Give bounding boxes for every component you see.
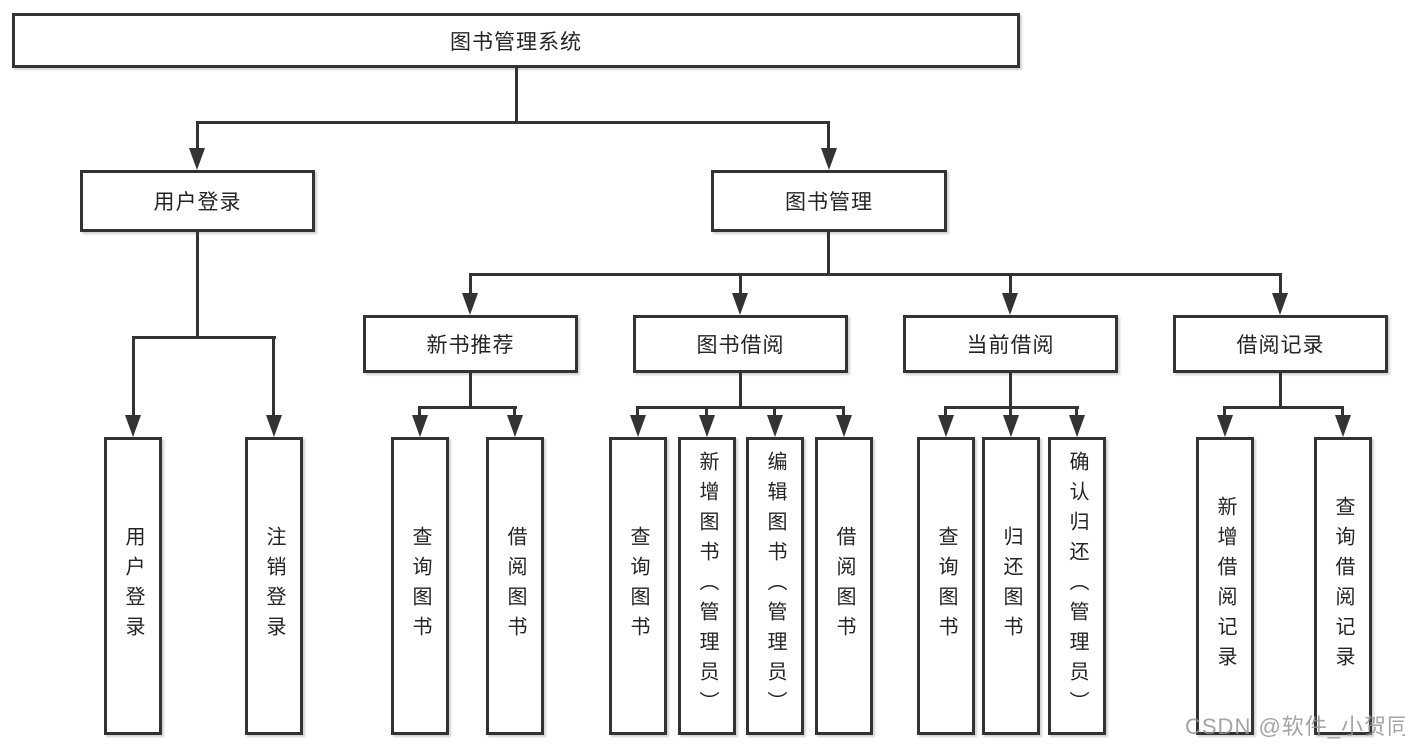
node-new-book-recommend-label: 新书推荐 [426, 334, 515, 357]
connector-line [196, 121, 199, 153]
arrow-down-icon [836, 415, 852, 437]
node-user-login-label: 用户登录 [153, 191, 242, 214]
connector-line [842, 406, 845, 417]
leaf-cb-return-books-label: 归还图书 [1000, 526, 1022, 646]
arrow-down-icon [732, 293, 748, 315]
node-user-login: 用户登录 [80, 170, 315, 232]
connector-line [1009, 406, 1012, 417]
connector-line [469, 273, 472, 295]
node-current-borrowing: 当前借阅 [903, 315, 1118, 373]
leaf-br-add-record-label: 新增借阅记录 [1214, 496, 1236, 676]
arrow-down-icon [1335, 415, 1351, 437]
connector-line [636, 406, 639, 417]
connector-line [827, 232, 830, 273]
arrow-down-icon [699, 415, 715, 437]
connector-line [944, 406, 947, 417]
leaf-bb-edit-books-admin: 编辑图书（管理员） [746, 437, 804, 735]
connector-line [272, 336, 275, 417]
leaf-bb-add-books-admin-label: 新增图书（管理员） [696, 451, 718, 721]
connector-line [132, 336, 135, 417]
node-book-management: 图书管理 [711, 170, 947, 232]
leaf-cb-query-books-label: 查询图书 [935, 526, 957, 646]
connector-line [1341, 406, 1344, 417]
leaf-logout: 注销登录 [245, 437, 303, 735]
leaf-bb-add-books-admin: 新增图书（管理员） [678, 437, 736, 735]
connector-line [1009, 273, 1012, 295]
connector-line [513, 406, 516, 417]
arrow-down-icon [507, 415, 523, 437]
node-book-borrowing-label: 图书借阅 [696, 334, 785, 357]
node-book-management-label: 图书管理 [785, 191, 873, 214]
node-borrowing-records-label: 借阅记录 [1236, 334, 1325, 357]
arrow-down-icon [630, 415, 646, 437]
connector-line [773, 406, 776, 417]
leaf-br-add-record: 新增借阅记录 [1196, 437, 1254, 735]
leaf-bb-borrow-books-label: 借阅图书 [833, 526, 855, 646]
connector-line [739, 373, 742, 406]
arrow-down-icon [125, 415, 141, 437]
connector-line [132, 336, 276, 339]
leaf-cb-confirm-return-admin: 确认归还（管理员） [1048, 437, 1106, 735]
leaf-nb-borrow-books-label: 借阅图书 [504, 526, 526, 646]
leaf-bb-query-books: 查询图书 [609, 437, 667, 735]
leaf-logout-label: 注销登录 [263, 526, 285, 646]
connector-line [1223, 406, 1344, 409]
arrow-down-icon [821, 148, 837, 170]
node-new-book-recommend: 新书推荐 [363, 315, 578, 373]
arrow-down-icon [1272, 293, 1288, 315]
connector-line [469, 273, 1281, 276]
arrow-down-icon [1217, 415, 1233, 437]
leaf-user-login-label: 用户登录 [122, 526, 144, 646]
leaf-bb-borrow-books: 借阅图书 [815, 437, 873, 735]
connector-line [469, 373, 472, 406]
connector-line [1279, 273, 1282, 295]
leaf-nb-borrow-books: 借阅图书 [486, 437, 544, 735]
arrow-down-icon [462, 293, 478, 315]
connector-line [1075, 406, 1078, 417]
leaf-cb-confirm-return-admin-label: 确认归还（管理员） [1066, 451, 1088, 721]
connector-line [739, 273, 742, 295]
connector-line [1279, 373, 1282, 406]
connector-line [418, 406, 421, 417]
node-current-borrowing-label: 当前借阅 [966, 334, 1055, 357]
leaf-bb-edit-books-admin-label: 编辑图书（管理员） [764, 451, 786, 721]
connector-line [515, 68, 518, 121]
node-root-label: 图书管理系统 [450, 30, 582, 54]
arrow-down-icon [767, 415, 783, 437]
node-borrowing-records: 借阅记录 [1173, 315, 1388, 373]
leaf-nb-query-books: 查询图书 [391, 437, 449, 735]
leaf-cb-query-books: 查询图书 [917, 437, 975, 735]
node-book-borrowing: 图书借阅 [633, 315, 848, 373]
leaf-br-query-record: 查询借阅记录 [1314, 437, 1372, 735]
leaf-cb-return-books: 归还图书 [982, 437, 1040, 735]
arrow-down-icon [1069, 415, 1085, 437]
arrow-down-icon [189, 148, 205, 170]
leaf-user-login: 用户登录 [104, 437, 162, 735]
connector-line [827, 121, 830, 153]
arrow-down-icon [1003, 415, 1019, 437]
node-root: 图书管理系统 [12, 13, 1020, 68]
connector-line [1009, 373, 1012, 406]
connector-line [1223, 406, 1226, 417]
arrow-down-icon [412, 415, 428, 437]
leaf-nb-query-books-label: 查询图书 [409, 526, 431, 646]
connector-line [705, 406, 708, 417]
leaf-br-query-record-label: 查询借阅记录 [1332, 496, 1354, 676]
connector-line [636, 406, 845, 409]
connector-line [196, 232, 199, 336]
arrow-down-icon [266, 415, 282, 437]
connector-line [418, 406, 517, 409]
arrow-down-icon [1002, 293, 1018, 315]
csdn-watermark: CSDN @软件_小贺同学 [1185, 714, 1405, 739]
connector-line [196, 121, 830, 124]
leaf-bb-query-books-label: 查询图书 [627, 526, 649, 646]
arrow-down-icon [938, 415, 954, 437]
